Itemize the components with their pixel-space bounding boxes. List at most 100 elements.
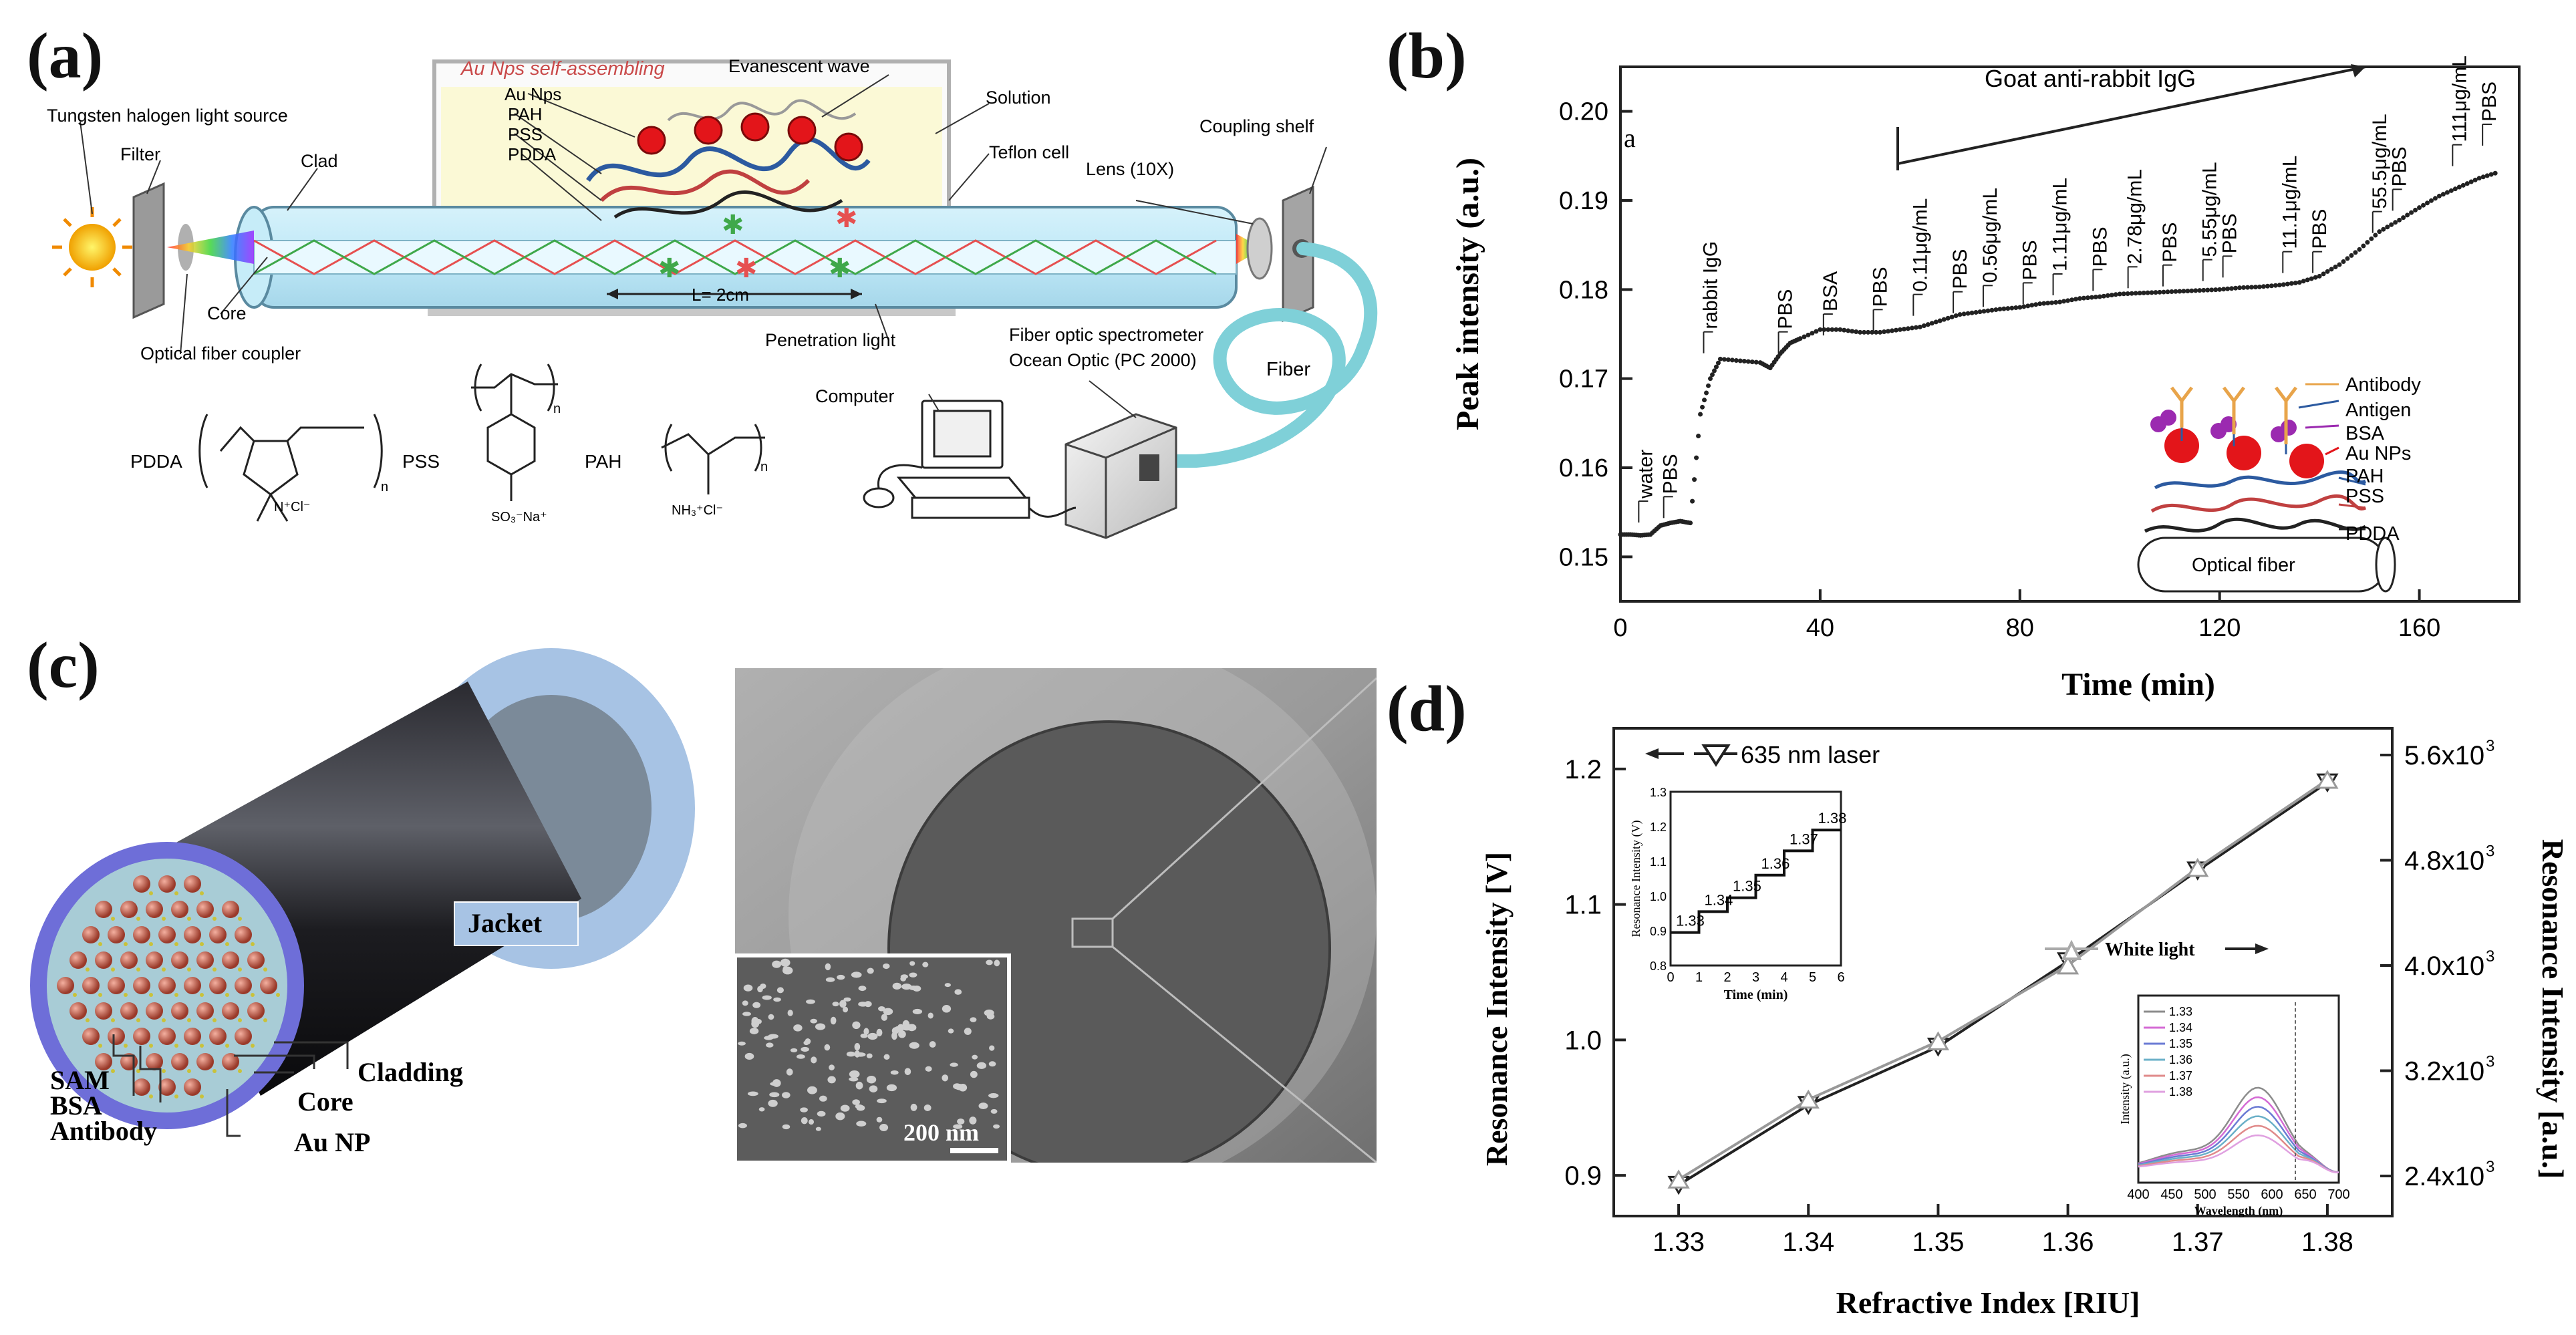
b-data-point — [2201, 287, 2206, 293]
svg-text:✱: ✱ — [722, 210, 744, 240]
b-data-point — [1957, 312, 1963, 317]
b-annotation: PBS — [2219, 213, 2241, 253]
b-data-point — [2353, 250, 2358, 255]
b-data-point — [2325, 269, 2330, 274]
au-np — [184, 1028, 201, 1045]
au-np — [158, 1028, 176, 1045]
b-data-point — [2245, 285, 2251, 290]
svg-text:BSA: BSA — [50, 1090, 102, 1121]
b-data-point — [2476, 176, 2482, 181]
d-ytick-left: 1.1 — [1564, 891, 1602, 920]
au-np — [95, 951, 112, 969]
light-source-sun — [69, 224, 116, 271]
b-data-point — [1818, 327, 1823, 332]
d-inset1-step-line — [1671, 829, 1841, 934]
svg-text:n: n — [760, 460, 768, 474]
au-np — [146, 951, 163, 969]
b-data-point — [2213, 287, 2219, 293]
b-data-point — [2073, 297, 2078, 302]
au-np — [184, 926, 201, 943]
b-data-point — [1696, 434, 1701, 439]
b-data-point — [2337, 262, 2342, 267]
d-inset2-spectrum — [2138, 1086, 2339, 1173]
b-annotation: PBS — [2089, 227, 2111, 267]
d-inset2-xtick: 700 — [2327, 1187, 2349, 1202]
b-data-point — [2417, 205, 2422, 210]
b-ytick: 0.15 — [1559, 543, 1608, 571]
b-data-point — [1874, 329, 1879, 335]
au-np — [95, 1002, 112, 1020]
b-data-point — [2285, 281, 2290, 287]
au-np — [235, 1028, 252, 1045]
au-np — [235, 926, 252, 943]
b-data-point — [2169, 289, 2174, 295]
b-data-point — [1826, 327, 1831, 332]
d-inset1-xtick: 6 — [1837, 970, 1844, 985]
au-np — [82, 977, 100, 994]
b-data-point — [1945, 315, 1951, 321]
b-data-point — [2488, 172, 2494, 177]
b-data-point — [1893, 327, 1898, 333]
au-np — [196, 901, 214, 918]
label-pah: PAH — [508, 104, 543, 124]
svg-text:PDDA: PDDA — [2345, 523, 2400, 545]
b-data-point — [2269, 283, 2274, 289]
d-inset2-spectrum — [2138, 1134, 2339, 1173]
b-data-point — [2033, 302, 2039, 307]
b-data-point — [2041, 301, 2047, 306]
b-data-point — [1878, 329, 1883, 335]
b-data-point — [2021, 304, 2027, 309]
au-np — [235, 977, 252, 994]
svg-text:SAM: SAM — [50, 1065, 110, 1095]
b-data-point — [2013, 305, 2019, 311]
pdda-structure — [198, 414, 383, 522]
b-xtick: 120 — [2198, 614, 2241, 642]
b-data-point — [2165, 289, 2170, 295]
b-data-point — [2189, 288, 2194, 293]
b-data-point — [2113, 292, 2118, 297]
svg-text:Core: Core — [297, 1086, 353, 1117]
d-legend-white: White light — [2105, 939, 2195, 960]
d-inset2-spectrum — [2138, 1115, 2339, 1173]
b-data-point — [1713, 364, 1719, 369]
d-ytick-left: 0.9 — [1564, 1161, 1602, 1191]
b-data-point — [2241, 285, 2247, 290]
au-np — [82, 1028, 100, 1045]
b-data-point — [1961, 311, 1967, 317]
b-data-point — [1721, 357, 1727, 362]
light-path-green — [253, 239, 1217, 275]
b-data-point — [2177, 289, 2182, 294]
b-data-point — [2037, 301, 2043, 307]
b-data-point — [2313, 275, 2318, 280]
d-inset1-step-label: 1.37 — [1790, 831, 1818, 847]
svg-text:✱: ✱ — [829, 254, 851, 283]
b-data-point — [2309, 276, 2314, 281]
au-np — [171, 901, 188, 918]
b-data-point — [1913, 325, 1918, 330]
b-data-point — [1933, 319, 1939, 325]
b-data-point — [2440, 192, 2446, 197]
pss-structure — [471, 363, 558, 501]
b-data-point — [2065, 298, 2071, 303]
d-xtick: 1.36 — [2042, 1227, 2094, 1257]
b-data-point — [1802, 334, 1807, 339]
b-data-point — [2173, 289, 2178, 294]
d-inset2-xtick: 400 — [2127, 1187, 2149, 1202]
b-ytick: 0.17 — [1559, 365, 1608, 394]
b-annotation: 5.55μg/mL — [2199, 162, 2221, 257]
b-data-point — [1854, 329, 1859, 335]
b-data-point — [2381, 227, 2386, 232]
b-data-point — [1725, 357, 1731, 362]
panel-a-schematic: ✱✱✱ ✱✱ — [47, 56, 1378, 539]
b-data-point — [2448, 188, 2454, 193]
b-data-point — [2045, 301, 2051, 306]
b-ylabel: Peak intensity (a.u.) — [1450, 158, 1485, 430]
b-annotation: 1.11μg/mL — [2049, 178, 2071, 271]
b-fiber-label: Optical fiber — [2192, 555, 2295, 576]
svg-text:✱: ✱ — [658, 254, 681, 283]
d-xtick: 1.38 — [2301, 1227, 2353, 1257]
b-data-point — [2225, 286, 2231, 291]
label-pss: PSS — [508, 124, 543, 144]
d-inset2-xtick: 450 — [2160, 1187, 2182, 1202]
